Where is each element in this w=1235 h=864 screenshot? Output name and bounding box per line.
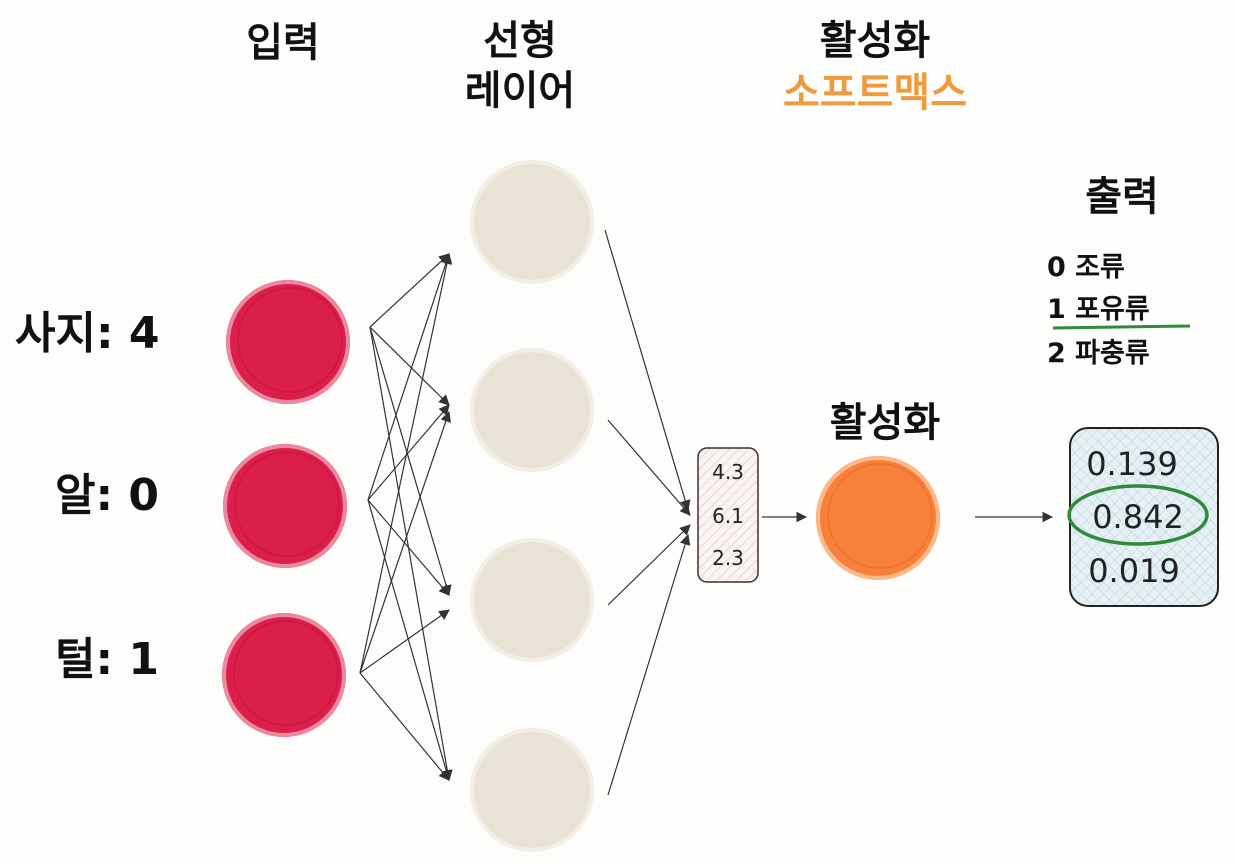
probability-value: 0.139 — [1086, 445, 1178, 483]
output-header: 출력 — [1085, 174, 1159, 220]
hidden-node-1 — [470, 160, 594, 284]
logit-value: 6.1 — [712, 504, 744, 528]
logit-value: 2.3 — [712, 546, 744, 570]
activation-node-label: 활성화 — [830, 400, 941, 446]
hidden-node-2 — [470, 348, 594, 472]
class-label: 0 조류 — [1047, 252, 1125, 283]
logits-box: 4.3 6.1 2.3 — [697, 447, 759, 583]
class-highlight-underline — [1052, 324, 1191, 330]
input-label-fur: 털: 1 — [55, 634, 159, 685]
input-node-limbs — [226, 280, 350, 404]
softmax-header: 소프트맥스 — [783, 70, 967, 116]
input-to-hidden-edges — [359, 252, 453, 782]
input-node-fur — [222, 613, 346, 737]
probability-value: 0.019 — [1088, 552, 1180, 590]
linear-layer-header-line2: 레이어 — [465, 68, 575, 114]
input-label-limbs: 사지: 4 — [15, 308, 160, 359]
activation-header: 활성화 — [820, 18, 931, 64]
input-header: 입력 — [246, 20, 320, 66]
class-label: 2 파충류 — [1047, 338, 1150, 369]
activation-node — [816, 456, 940, 580]
hidden-node-3 — [470, 538, 594, 662]
class-label: 1 포유류 — [1047, 294, 1150, 325]
probability-value: 0.842 — [1092, 498, 1184, 536]
input-node-eggs — [223, 444, 347, 568]
output-probabilities-box: 0.139 0.842 0.019 — [1067, 427, 1219, 607]
hidden-node-4 — [470, 728, 594, 852]
hidden-to-logits-edges — [604, 229, 691, 796]
logit-value: 4.3 — [712, 460, 744, 484]
probability-highlight-ring — [1067, 484, 1209, 546]
input-label-eggs: 알: 0 — [55, 470, 159, 521]
linear-layer-header-line1: 선형 — [483, 18, 557, 64]
